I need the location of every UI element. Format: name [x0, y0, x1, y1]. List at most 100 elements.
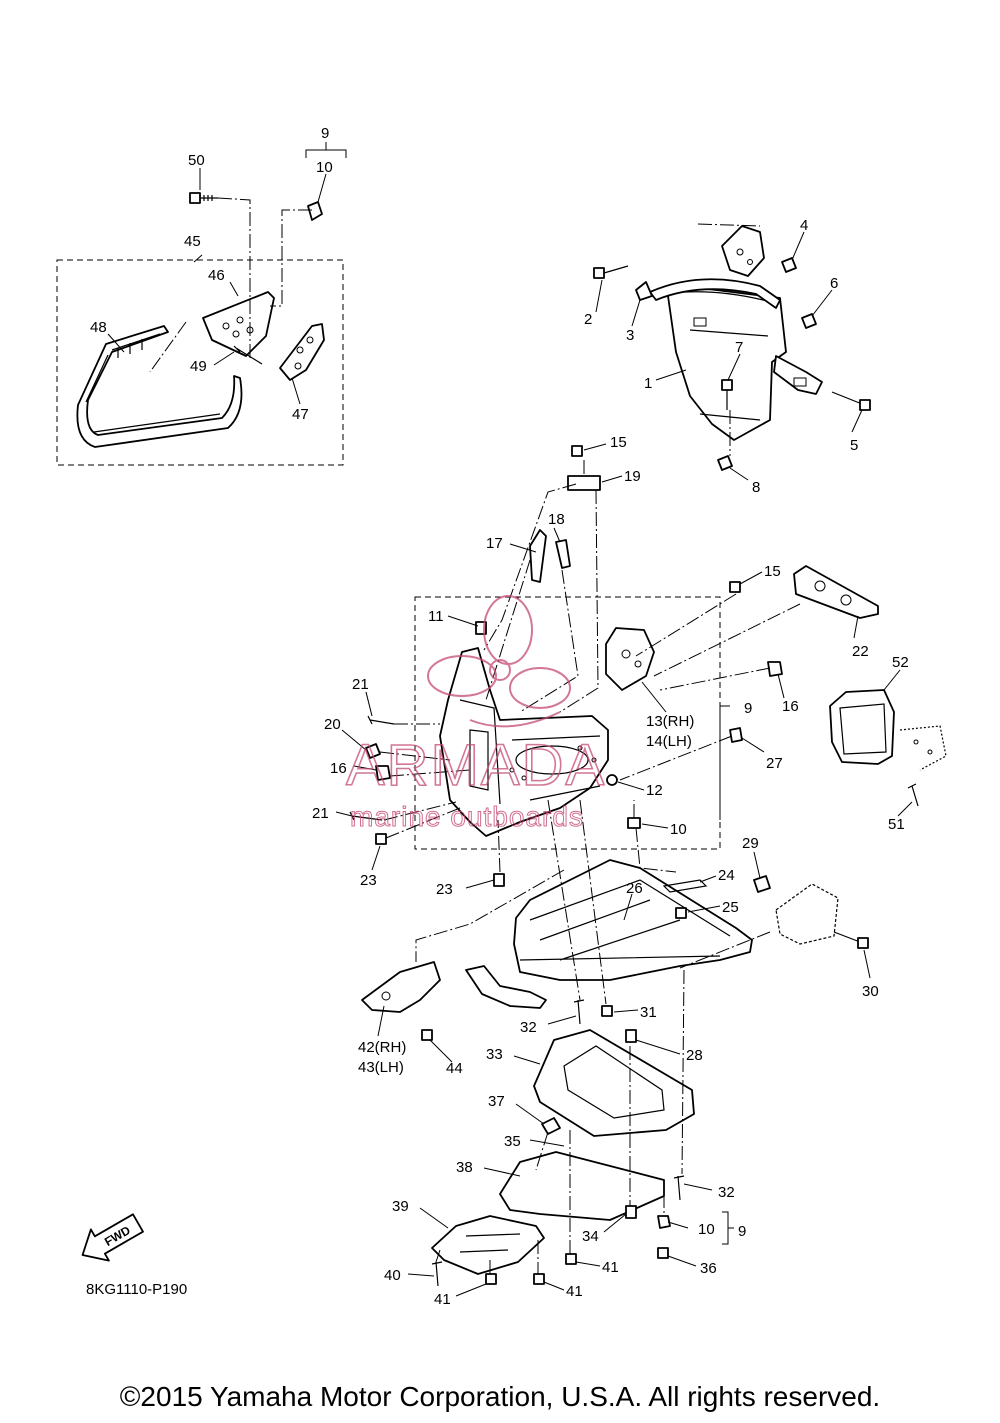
watermark-tagline: marine outboards — [350, 801, 584, 832]
bolt-15-b — [729, 581, 741, 593]
callout-5: 5 — [850, 437, 858, 454]
callout-15-right: 15 — [764, 563, 781, 580]
bolt-30 — [833, 931, 869, 949]
nut-4 — [781, 257, 797, 273]
callout-33: 33 — [486, 1046, 503, 1063]
clip-3 — [635, 281, 653, 301]
rivet-21-top — [367, 715, 395, 725]
callout-9-bottom: 9 — [738, 1223, 746, 1240]
callout-16-right: 16 — [782, 698, 799, 715]
bolt-15-a — [571, 445, 583, 457]
callout-18: 18 — [548, 511, 565, 528]
bolt-36 — [657, 1247, 669, 1259]
callout-14-lh: 14(LH) — [646, 733, 692, 750]
callout-21-top: 21 — [352, 676, 369, 693]
bolt-23-left — [375, 833, 387, 845]
callout-1: 1 — [644, 375, 652, 392]
side-bracket-context — [899, 725, 947, 771]
bolt-41-a — [565, 1253, 577, 1265]
spacer-24 — [662, 879, 708, 893]
bolt-44 — [421, 1029, 433, 1041]
lower-frame-26 — [465, 859, 753, 1009]
bushing-16-right — [767, 661, 783, 677]
callout-26: 26 — [626, 880, 643, 897]
bolt-25 — [675, 907, 687, 919]
callout-29: 29 — [742, 835, 759, 852]
bumper-bracket-46 — [202, 291, 275, 357]
bushing-29 — [753, 875, 771, 893]
callout-23-left: 23 — [360, 872, 377, 889]
bolt-41-b — [485, 1273, 497, 1285]
callout-16-left: 16 — [330, 760, 347, 777]
copyright-notice: ©2015 Yamaha Motor Corporation, U.S.A. A… — [119, 1381, 881, 1412]
callout-46: 46 — [208, 267, 225, 284]
rear-mount-context — [775, 883, 839, 945]
callout-44: 44 — [446, 1060, 463, 1077]
rear-bumper — [76, 325, 243, 448]
callout-15-top: 15 — [610, 434, 627, 451]
callout-52: 52 — [892, 654, 909, 671]
callout-48: 48 — [90, 319, 107, 336]
bolt-2 — [593, 265, 629, 279]
bolt-5 — [831, 391, 871, 411]
assembly-lines — [149, 197, 801, 1274]
skid-plate-39 — [431, 1215, 545, 1275]
callout-32-bottom: 32 — [718, 1184, 735, 1201]
plate-22 — [793, 565, 879, 619]
callout-37: 37 — [488, 1093, 505, 1110]
callout-49: 49 — [190, 358, 207, 375]
callout-38: 38 — [456, 1159, 473, 1176]
mount-42-43 — [361, 961, 441, 1013]
callout-4: 4 — [800, 217, 808, 234]
callout-25: 25 — [722, 899, 739, 916]
callout-32-top: 32 — [520, 1019, 537, 1036]
callout-12: 12 — [646, 782, 663, 799]
nut-8 — [717, 455, 733, 471]
callout-43-lh: 43(LH) — [358, 1059, 404, 1076]
callout-31: 31 — [640, 1004, 657, 1021]
rivet-40 — [431, 1261, 443, 1287]
nut-10-top — [307, 201, 323, 221]
cover-52 — [829, 689, 895, 765]
propeller-logo-icon — [427, 595, 571, 728]
callouts: 50 9 10 45 46 48 49 47 4 2 3 6 7 1 5 8 1… — [90, 125, 909, 1308]
callout-27: 27 — [766, 755, 783, 772]
callout-8: 8 — [752, 479, 760, 496]
mount-bracket-top — [721, 225, 765, 277]
callout-41-mid: 41 — [602, 1259, 619, 1276]
callout-41-left: 41 — [434, 1291, 451, 1308]
nut-12 — [606, 774, 618, 786]
callout-28: 28 — [686, 1047, 703, 1064]
callout-10-top: 10 — [316, 159, 333, 176]
clip-27 — [729, 727, 743, 743]
rivet-32-b — [673, 1175, 685, 1201]
armada-watermark: ARMADA marine outboards — [345, 595, 605, 833]
callout-3: 3 — [626, 327, 634, 344]
bolt-50 — [189, 192, 218, 204]
callout-10-mid: 10 — [670, 821, 687, 838]
callout-24: 24 — [718, 867, 735, 884]
bumper-assembly-box — [56, 259, 344, 466]
callout-51: 51 — [888, 816, 905, 833]
callout-11: 11 — [428, 608, 444, 625]
bushing-16-left — [375, 765, 391, 781]
bolt-23-mid — [493, 873, 505, 887]
callout-23-mid: 23 — [436, 881, 453, 898]
callout-50: 50 — [188, 152, 205, 169]
callout-2: 2 — [584, 311, 592, 328]
callout-9-top: 9 — [321, 125, 329, 142]
strip-18 — [555, 539, 571, 569]
diagram-code: 8KG1110-P190 — [86, 1281, 188, 1298]
bracket-19 — [567, 475, 601, 491]
fwd-arrow: FWD — [81, 1213, 144, 1262]
bolt-41-c — [533, 1273, 545, 1285]
front-bumper-1 — [649, 278, 823, 441]
callout-34: 34 — [582, 1228, 599, 1245]
callout-10-bottom: 10 — [698, 1221, 715, 1238]
callout-41-right: 41 — [566, 1283, 583, 1300]
callout-40: 40 — [384, 1267, 401, 1284]
rivet-51 — [907, 783, 919, 807]
plate-17 — [529, 529, 547, 583]
callout-47: 47 — [292, 406, 309, 423]
steering-mount-13-14 — [605, 627, 655, 691]
